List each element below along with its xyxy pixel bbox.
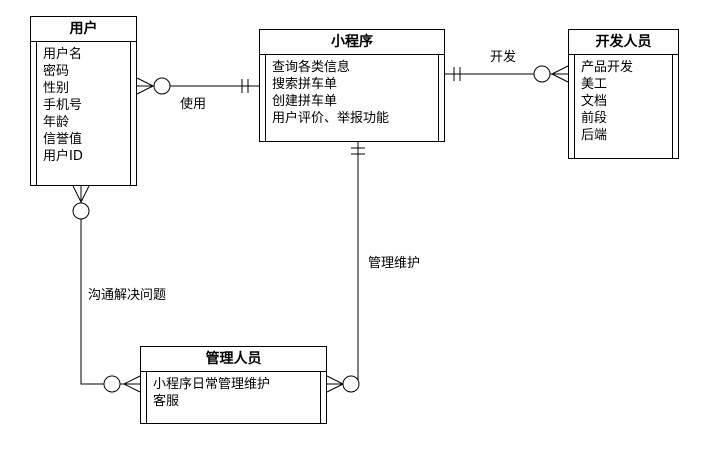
entity-user: 用户 用户名 密码 性别 手机号 年龄 信誉值 用户ID [30,16,137,186]
entity-attribute: 手机号 [43,98,83,113]
entity-attribute: 前段 [581,111,608,126]
entity-miniprogram-attributes: 查询各类信息 搜索拼车单 创建拼车单 用户评价、举报功能 [265,54,439,141]
entity-attribute: 后端 [581,128,608,143]
entity-admin: 管理人员 小程序日常管理维护 客服 [140,346,327,424]
entity-attribute: 用户名 [43,47,83,62]
entity-developer-title: 开发人员 [569,30,678,55]
entity-miniprogram-title: 小程序 [260,30,444,55]
entity-admin-attributes: 小程序日常管理维护 客服 [146,371,321,423]
entity-developer-attributes: 产品开发 美工 文档 前段 后端 [574,54,673,158]
entity-attribute: 性别 [43,81,70,96]
entity-attribute: 搜索拼车单 [272,77,338,92]
entity-attribute: 年龄 [43,115,70,130]
entity-miniprogram: 小程序 查询各类信息 搜索拼车单 创建拼车单 用户评价、举报功能 [259,29,445,142]
entity-attribute: 查询各类信息 [272,60,351,75]
connector-miniprogram-admin [326,142,365,393]
entity-attribute: 文档 [581,94,608,109]
entity-attribute: 用户评价、举报功能 [272,111,390,126]
entity-attribute: 信誉值 [43,132,83,147]
entity-attribute: 客服 [153,394,180,409]
relation-label-use: 使用 [180,97,207,112]
entity-user-attributes: 用户名 密码 性别 手机号 年龄 信誉值 用户ID [36,41,131,185]
relation-label-maintain: 管理维护 [368,256,421,271]
entity-admin-title: 管理人员 [141,347,326,372]
entity-attribute: 用户ID [43,149,83,164]
connector-user-miniprogram [136,77,259,95]
entity-attribute: 产品开发 [581,60,634,75]
entity-attribute: 密码 [43,64,70,79]
relation-label-communicate: 沟通解决问题 [88,288,167,303]
entity-user-title: 用户 [31,17,136,42]
entity-attribute: 创建拼车单 [272,94,338,109]
entity-attribute: 小程序日常管理维护 [153,377,271,392]
connector-user-admin [72,185,141,393]
relation-label-develop: 开发 [490,50,517,65]
entity-developer: 开发人员 产品开发 美工 文档 前段 后端 [568,29,679,159]
connector-miniprogram-developer [445,65,569,83]
entity-attribute: 美工 [581,77,608,92]
